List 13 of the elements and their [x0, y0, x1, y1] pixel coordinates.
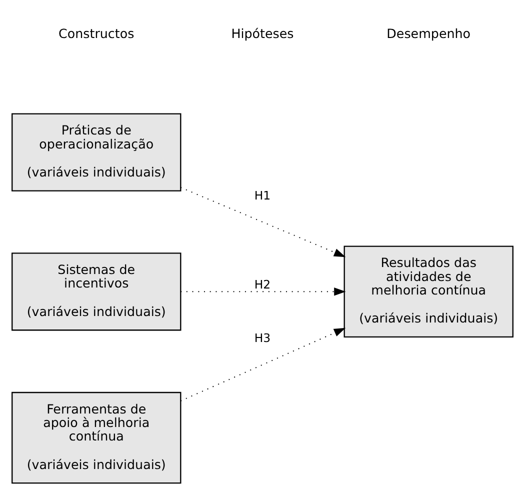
- label: Desempenho: [386, 26, 471, 41]
- node-box: Resultados das atividades de melhoria contínua (variáveis individuais): [344, 246, 514, 338]
- label: Constructos: [58, 26, 134, 41]
- edge-label: H1: [254, 188, 271, 203]
- node-box: Práticas de operacionalização (variáveis individuais): [12, 113, 182, 192]
- edge-label: H3: [254, 330, 271, 345]
- arrow: [180, 288, 346, 296]
- arrow: [180, 187, 346, 258]
- arrow: [180, 328, 346, 402]
- node-box: Sistemas de incentivos (variáveis individuais): [12, 252, 182, 331]
- edge-label: H2: [254, 277, 271, 292]
- label: Hipóteses: [231, 26, 294, 41]
- node-box: Ferramentas de apoio à melhoria contínua (variáveis individuais): [12, 392, 182, 484]
